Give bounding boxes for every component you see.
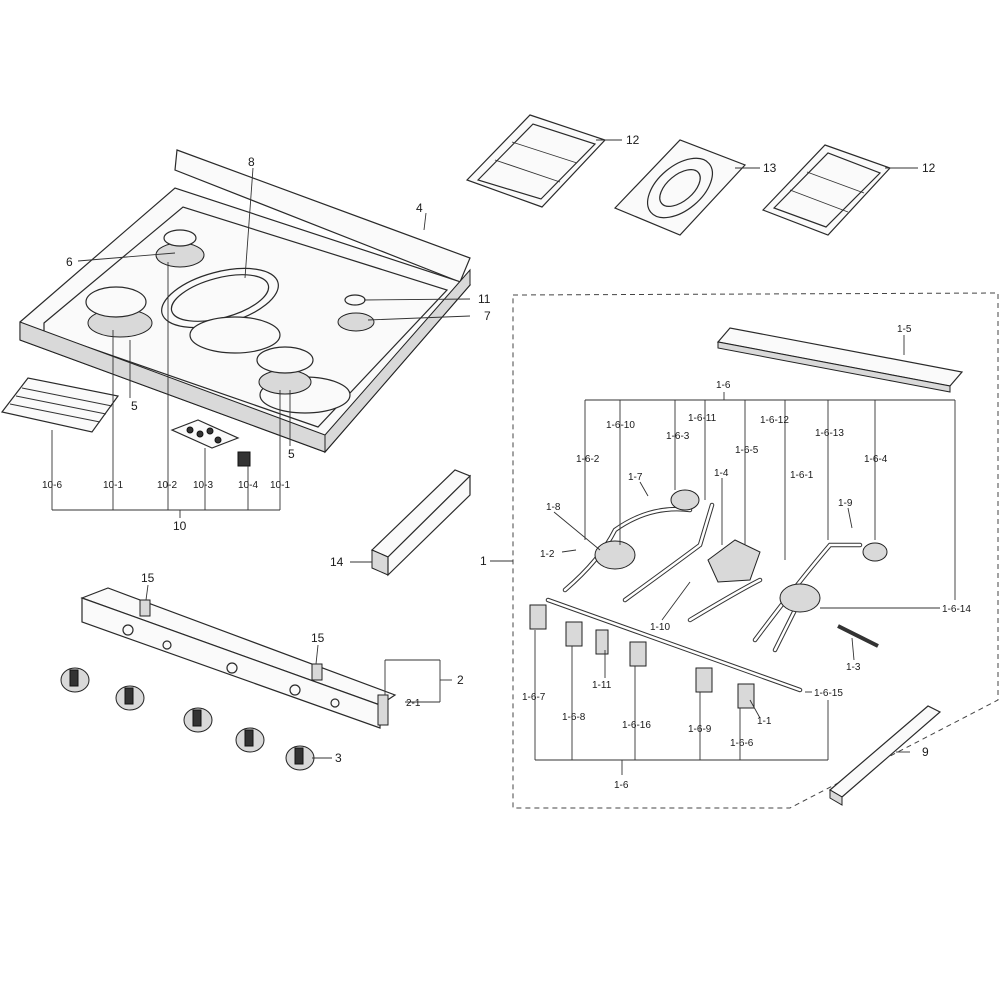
rubber-feet-10-3 bbox=[170, 419, 240, 449]
label-10-1-right: 10-1 bbox=[270, 480, 290, 491]
label-1-9: 1-9 bbox=[838, 498, 853, 509]
label-1-7: 1-7 bbox=[628, 472, 643, 483]
label-8: 8 bbox=[248, 155, 255, 169]
label-1-6-10: 1-6-10 bbox=[606, 420, 635, 431]
knobs-3 bbox=[60, 667, 315, 771]
label-12-right: 12 bbox=[922, 161, 936, 175]
label-12-left: 12 bbox=[626, 133, 640, 147]
clip-10-4 bbox=[237, 451, 251, 467]
valves bbox=[529, 604, 755, 709]
label-5-right: 5 bbox=[288, 447, 295, 461]
label-2: 2 bbox=[457, 673, 464, 687]
label-10-4: 10-4 bbox=[238, 480, 258, 491]
label-1: 1 bbox=[480, 554, 487, 568]
label-1-6-1: 1-6-1 bbox=[790, 470, 814, 481]
label-10: 10 bbox=[173, 519, 187, 533]
grate-right-12 bbox=[761, 144, 892, 236]
label-10-6: 10-6 bbox=[42, 480, 62, 491]
label-10-1-left: 10-1 bbox=[103, 480, 123, 491]
label-13: 13 bbox=[763, 161, 777, 175]
label-1-6-3: 1-6-3 bbox=[666, 431, 690, 442]
label-5-left: 5 bbox=[131, 399, 138, 413]
leader-lines bbox=[51, 139, 956, 775]
label-10-2: 10-2 bbox=[157, 480, 177, 491]
callout-labels: 4 8 6 11 7 5 5 10-6 10-1 10-2 10-3 10-4 … bbox=[42, 133, 971, 791]
label-1-2: 1-2 bbox=[540, 549, 555, 560]
label-15-left: 15 bbox=[141, 571, 155, 585]
cooktop-assembly bbox=[19, 149, 472, 454]
label-1-6-11: 1-6-11 bbox=[688, 413, 717, 424]
label-9: 9 bbox=[922, 745, 929, 759]
label-10-3: 10-3 bbox=[193, 480, 213, 491]
label-1-6-5: 1-6-5 bbox=[735, 445, 759, 456]
label-1-6-12: 1-6-12 bbox=[760, 415, 789, 426]
label-1-6-4: 1-6-4 bbox=[864, 454, 888, 465]
label-1-8: 1-8 bbox=[546, 502, 561, 513]
label-6: 6 bbox=[66, 255, 73, 269]
label-1-6-7: 1-6-7 bbox=[522, 692, 546, 703]
wire-rack-10-6 bbox=[0, 377, 120, 433]
label-7: 7 bbox=[484, 309, 491, 323]
label-1-6-13: 1-6-13 bbox=[815, 428, 844, 439]
label-4: 4 bbox=[416, 201, 423, 215]
rod-1-3 bbox=[837, 624, 879, 648]
manifold-group-outline bbox=[512, 292, 999, 809]
label-1-6-15: 1-6-15 bbox=[814, 688, 843, 699]
grate-left-12 bbox=[465, 114, 607, 208]
label-1-6-2: 1-6-2 bbox=[576, 454, 600, 465]
label-1-6-14: 1-6-14 bbox=[942, 604, 971, 615]
bracket-9 bbox=[828, 705, 942, 806]
label-14: 14 bbox=[330, 555, 344, 569]
label-1-4: 1-4 bbox=[714, 468, 729, 479]
label-11: 11 bbox=[478, 292, 491, 306]
label-1-6-16: 1-6-16 bbox=[622, 720, 651, 731]
label-1-6-top: 1-6 bbox=[716, 380, 731, 391]
label-1-6-8: 1-6-8 bbox=[562, 712, 586, 723]
label-1-6-6: 1-6-6 bbox=[730, 738, 754, 749]
label-1-1: 1-1 bbox=[757, 716, 772, 727]
bracket-1-5 bbox=[716, 327, 964, 393]
label-1-5: 1-5 bbox=[897, 324, 912, 335]
grate-middle-13 bbox=[613, 139, 747, 236]
label-1-10: 1-10 bbox=[650, 622, 670, 633]
label-1-6-9: 1-6-9 bbox=[688, 724, 712, 735]
burner-bases bbox=[594, 489, 888, 613]
label-1-3: 1-3 bbox=[846, 662, 861, 673]
label-2-1: 2-1 bbox=[406, 698, 421, 709]
bracket-14 bbox=[370, 469, 472, 577]
control-panel-2 bbox=[80, 587, 397, 729]
label-1-11: 1-11 bbox=[592, 680, 612, 691]
label-1-6-bottom: 1-6 bbox=[614, 780, 629, 791]
label-15-right: 15 bbox=[311, 631, 325, 645]
label-3: 3 bbox=[335, 751, 342, 765]
